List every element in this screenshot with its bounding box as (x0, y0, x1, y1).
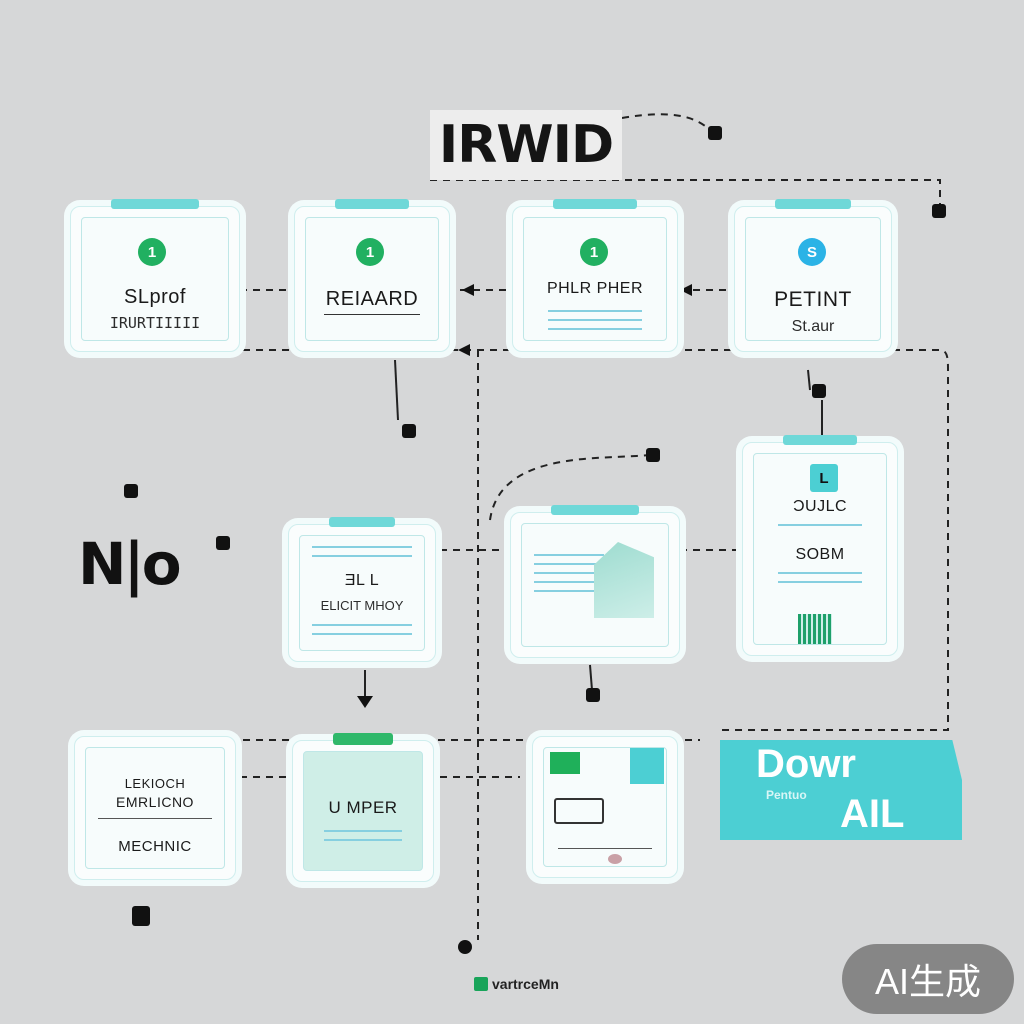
card-subtitle: ELICIT MHOY (320, 598, 404, 613)
text-lines (534, 554, 604, 599)
connector-dot (132, 906, 150, 926)
text-lines (778, 524, 862, 533)
card-tab (775, 199, 851, 209)
diagram-title: IRWID (430, 110, 622, 180)
text-lines (558, 848, 652, 856)
text-lines (324, 314, 420, 322)
card-footer-text: MECHNIC (118, 838, 192, 855)
card-tab (333, 733, 393, 745)
card-title: REIAARD (325, 288, 419, 310)
text-lines (312, 624, 412, 642)
card-tab (329, 517, 395, 527)
connector-dot (812, 384, 826, 398)
card-step-8[interactable]: LEKIOCH EMRLICNO MECHNIC (74, 736, 236, 880)
card-title: PHLR PHER (546, 280, 644, 297)
card-tab (335, 199, 409, 209)
card-step-2[interactable]: 1 REIAARD (294, 199, 450, 352)
side-label: N|o (78, 530, 182, 598)
card-tab (111, 199, 199, 209)
card-tab (551, 505, 639, 515)
connector-dot (124, 484, 138, 498)
dot-marker (608, 854, 622, 864)
card-step-6[interactable] (510, 505, 680, 658)
card-step-4[interactable]: S PETINT St.aur (734, 199, 892, 352)
card-title: ƎL L (344, 572, 380, 589)
card-inner: 1 PHLR PHER (523, 217, 667, 341)
card-step-5[interactable]: ƎL L ELICIT MHOY (288, 517, 436, 662)
card-title: ƆUJLC (792, 498, 848, 515)
image-placeholder (550, 752, 580, 774)
card-title: PETINT (774, 288, 852, 311)
connector-dot (646, 448, 660, 462)
card-step-1[interactable]: 1 SLprof IRURTIIIII (70, 199, 240, 352)
card-inner: L ƆUJLC SOBM (753, 453, 887, 645)
ai-banner[interactable]: Dowr Pentuo AIL (720, 740, 962, 840)
text-lines (98, 818, 212, 826)
card-inner: ƎL L ELICIT MHOY (299, 535, 425, 651)
connector-dot (708, 126, 722, 140)
card-subtitle: SOBM (795, 546, 845, 563)
card-inner (543, 747, 667, 867)
step-badge: 1 (580, 238, 608, 266)
card-title: U MPER (328, 798, 398, 817)
card-tab (553, 199, 637, 209)
card-inner: LEKIOCH EMRLICNO MECHNIC (85, 747, 225, 869)
footer-brand: vartrceMn (474, 976, 559, 992)
card-subtitle: St.aur (791, 318, 835, 335)
card-tab (783, 435, 857, 445)
text-lines (548, 310, 642, 337)
card-inner: 1 REIAARD (305, 217, 439, 341)
step-badge: 1 (356, 238, 384, 266)
card-title: LEKIOCH (124, 776, 186, 791)
truck-icon (554, 798, 604, 824)
barcode-icon (798, 614, 832, 644)
connector-dot (932, 204, 946, 218)
card-step-7[interactable]: L ƆUJLC SOBM (742, 435, 898, 656)
ai-generated-watermark: AI生成 (842, 944, 1014, 1014)
card-subtitle: IRURTIIIII (109, 314, 201, 332)
brand-logo-icon (474, 977, 488, 991)
step-badge: L (810, 464, 838, 492)
banner-ai-label: AIL (840, 792, 905, 836)
card-inner: 1 SLprof IRURTIIIII (81, 217, 229, 341)
image-placeholder (630, 748, 664, 784)
card-inner (521, 523, 669, 647)
connector-dot (216, 536, 230, 550)
card-inner: S PETINT St.aur (745, 217, 881, 341)
banner-headline: Dowr (756, 742, 856, 786)
connector-dot (586, 688, 600, 702)
card-step-10[interactable] (532, 736, 678, 878)
card-step-3[interactable]: 1 PHLR PHER (512, 199, 678, 352)
step-badge: 1 (138, 238, 166, 266)
text-lines (778, 572, 862, 590)
card-subtitle: EMRLICNO (116, 794, 194, 810)
connector-dot (458, 940, 472, 954)
banner-caption: Pentuo (766, 788, 807, 802)
footer-text: vartrceMn (492, 976, 559, 992)
text-lines (312, 546, 412, 564)
step-badge: S (798, 238, 826, 266)
card-step-9[interactable]: U MPER (292, 733, 434, 882)
text-lines (324, 830, 402, 848)
card-title: SLprof (124, 286, 186, 308)
card-inner: U MPER (303, 751, 423, 871)
connector-dot (402, 424, 416, 438)
